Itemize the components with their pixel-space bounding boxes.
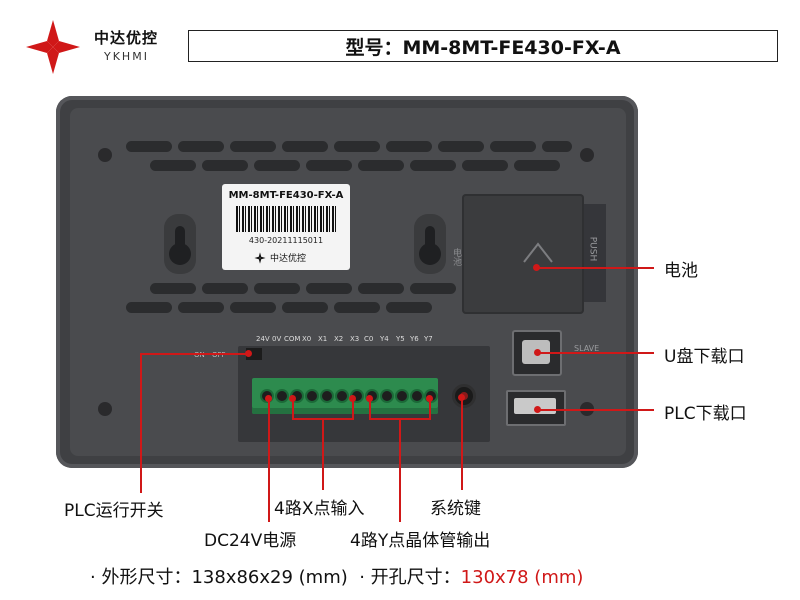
terminal-label: X1 xyxy=(318,335,328,343)
callout-dot-switch xyxy=(245,350,252,357)
terminal-screw[interactable] xyxy=(275,389,289,403)
callout-usb-download: U盘下载口 xyxy=(664,347,745,367)
vent-slot xyxy=(386,141,432,152)
terminal-screw[interactable] xyxy=(320,389,334,403)
sticker-serial: 430-20211115011 xyxy=(248,236,324,245)
battery-side-label: 电池 xyxy=(451,248,461,266)
callout-y-outputs: 4路Y点晶体管输出 xyxy=(350,531,491,551)
vent-slot xyxy=(542,141,572,152)
vent-slot xyxy=(438,141,484,152)
vent-slot xyxy=(306,160,352,171)
callout-line-y xyxy=(399,418,401,522)
callout-x-inputs: 4路X点输入 xyxy=(274,499,365,519)
terminal-label: Y4 xyxy=(380,335,389,343)
terminal-screw[interactable] xyxy=(305,389,319,403)
vent-slot xyxy=(254,283,300,294)
vent-slot xyxy=(334,302,380,313)
model-title: 型号：MM-8MT-FE430-FX-A xyxy=(188,30,778,62)
callout-system-key: 系统键 xyxy=(430,499,481,519)
vent-slot xyxy=(230,302,276,313)
system-key-button[interactable] xyxy=(452,384,476,408)
cutout-dimension-value: 130x78 (mm) xyxy=(460,567,584,588)
switch-on-label: ON xyxy=(194,351,205,359)
battery-cover[interactable] xyxy=(462,194,584,314)
vent-slot xyxy=(386,302,432,313)
outer-dimension-label: · 外形尺寸： xyxy=(90,567,192,588)
terminal-label: 24V xyxy=(256,335,270,343)
vent-slot xyxy=(178,141,224,152)
callout-line-x xyxy=(322,418,324,490)
callout-bracket-x-left xyxy=(292,398,294,418)
callout-battery: 电池 xyxy=(664,261,698,281)
terminal-label: Y7 xyxy=(424,335,433,343)
callout-line-plc xyxy=(537,409,654,411)
callout-line-usb xyxy=(537,352,654,354)
battery-push-tab[interactable] xyxy=(584,204,606,302)
vent-slot xyxy=(358,283,404,294)
vent-slot xyxy=(514,160,560,171)
vent-slot xyxy=(126,141,172,152)
vent-slot xyxy=(254,160,300,171)
terminal-screw[interactable] xyxy=(410,389,424,403)
vent-slot xyxy=(150,160,196,171)
callout-line-syskey xyxy=(461,397,463,490)
terminal-screw[interactable] xyxy=(380,389,394,403)
brand-name-en: YKHMI xyxy=(104,50,149,63)
terminal-label: Y6 xyxy=(410,335,419,343)
dimensions-footer: · 外形尺寸：138x86x29 (mm) · 开孔尺寸：130x78 (mm) xyxy=(90,563,583,589)
terminal-label: X0 xyxy=(302,335,312,343)
terminal-label: COM xyxy=(284,335,301,343)
sticker-model: MM-8MT-FE430-FX-A xyxy=(228,190,344,201)
callout-line-switch-h xyxy=(140,353,248,355)
terminal-label: C0 xyxy=(364,335,374,343)
vent-slot xyxy=(178,302,224,313)
keyhole-hanger-icon xyxy=(414,214,446,274)
mounting-hole xyxy=(98,402,112,416)
battery-push-text: PUSH xyxy=(587,236,598,262)
callout-bracket-y-left xyxy=(369,398,371,418)
vent-slot xyxy=(306,283,352,294)
slave-port-label: SLAVE xyxy=(574,344,600,353)
callout-bracket-y-right xyxy=(429,398,431,418)
vent-slot xyxy=(126,302,172,313)
callout-plc-download: PLC下载口 xyxy=(664,404,747,424)
terminal-label: Y5 xyxy=(396,335,405,343)
terminal-label: 0V xyxy=(272,335,282,343)
vent-slot xyxy=(282,141,328,152)
terminal-screw[interactable] xyxy=(335,389,349,403)
sticker-logo-icon xyxy=(254,252,266,264)
mounting-hole xyxy=(580,148,594,162)
callout-bracket-x-right xyxy=(352,398,354,418)
vent-slot xyxy=(202,283,248,294)
vent-slot xyxy=(410,160,456,171)
callout-line-switch-v xyxy=(140,353,142,493)
callout-plc-switch: PLC运行开关 xyxy=(64,501,164,521)
keyhole-hanger-icon xyxy=(164,214,196,274)
callout-line-battery xyxy=(536,267,654,269)
vent-slot xyxy=(334,141,380,152)
vent-slot xyxy=(358,160,404,171)
callout-line-power xyxy=(268,398,270,522)
brand-logo-icon xyxy=(26,20,80,74)
terminal-label: X3 xyxy=(350,335,360,343)
vent-slot xyxy=(230,141,276,152)
mounting-hole xyxy=(98,148,112,162)
vent-slot xyxy=(202,160,248,171)
sticker-barcode xyxy=(236,206,336,232)
terminal-label: X2 xyxy=(334,335,344,343)
sticker-brand: 中达优控 xyxy=(270,254,307,264)
callout-power: DC24V电源 xyxy=(204,531,297,551)
brand-name-cn: 中达优控 xyxy=(94,29,159,47)
vent-slot xyxy=(150,283,196,294)
cutout-dimension-label: · 开孔尺寸： xyxy=(359,567,461,588)
vent-slot xyxy=(462,160,508,171)
outer-dimension-value: 138x86x29 (mm) xyxy=(191,567,348,588)
vent-slot xyxy=(410,283,456,294)
battery-arrow-icon xyxy=(523,242,553,263)
terminal-screw[interactable] xyxy=(395,389,409,403)
vent-slot xyxy=(282,302,328,313)
vent-slot xyxy=(490,141,536,152)
switch-off-label: OFF xyxy=(212,351,226,359)
